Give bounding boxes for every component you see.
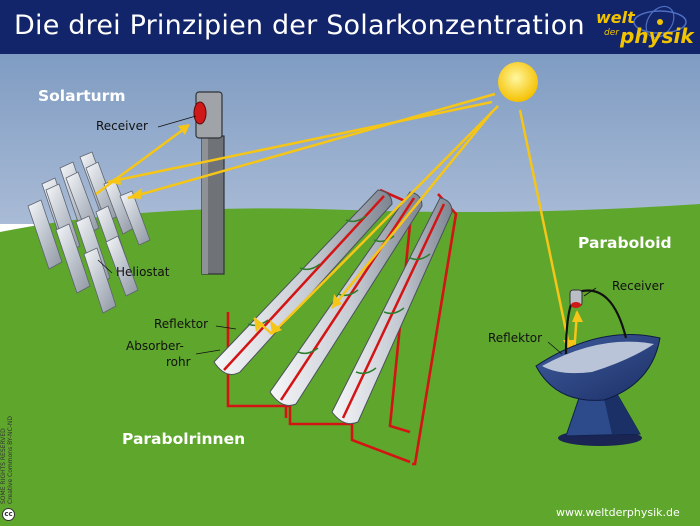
label-parabolrinnen: Parabolrinnen [122,430,245,448]
heliostat-mirror [83,247,117,314]
rights-line-1: SOME RIGHTS RESERVED [0,428,7,504]
page-title: Die drei Prinzipien der Solarkonzentrati… [14,10,585,41]
label-absorber-line1: Absorber- [126,339,184,353]
heliostat-mirror [55,223,91,294]
logo-word-der: der [604,28,619,38]
tower-highlight [202,136,208,274]
rights-line-2: Creative Commons BY-NC-ND [7,416,14,504]
dish-surface [542,341,654,374]
heliostat-mirror [105,235,139,297]
label-dish-reflektor: Reflektor [488,331,542,345]
heliostat-mirror [119,190,151,246]
label-heliostat: Heliostat [116,265,170,279]
logo-word-physik: physik [620,24,694,48]
creative-commons-icon: cc [2,508,15,521]
heliostat-field [27,151,151,314]
solar-scene: Solarturm Receiver Heliostat Paraboloid … [0,54,700,526]
label-paraboloid: Paraboloid [578,234,672,252]
welt-der-physik-logo: welt der physik [586,2,698,54]
label-dish-receiver: Receiver [612,279,664,293]
paraboloid-dish-group [518,109,661,446]
ground [0,204,700,526]
rights-notice: SOME RIGHTS RESERVED Creative Commons BY… [0,416,14,526]
heliostat-mirror [27,199,63,270]
label-trough-reflektor: Reflektor [154,317,208,331]
tower-receiver [193,101,207,125]
header-bar: Die drei Prinzipien der Solarkonzentrati… [0,0,700,54]
trough-collector-back [331,197,453,425]
heliostat-mirror [65,171,100,235]
label-solarturm: Solarturm [38,87,125,105]
parabolic-trough-group [195,105,499,466]
sun [498,62,538,102]
logo-word-welt: welt [596,8,635,27]
source-url[interactable]: www.weltderphysik.de [556,506,680,519]
solar-tower-group [27,91,496,314]
label-absorber-line2: rohr [166,355,191,369]
label-tower-receiver: Receiver [96,119,148,133]
